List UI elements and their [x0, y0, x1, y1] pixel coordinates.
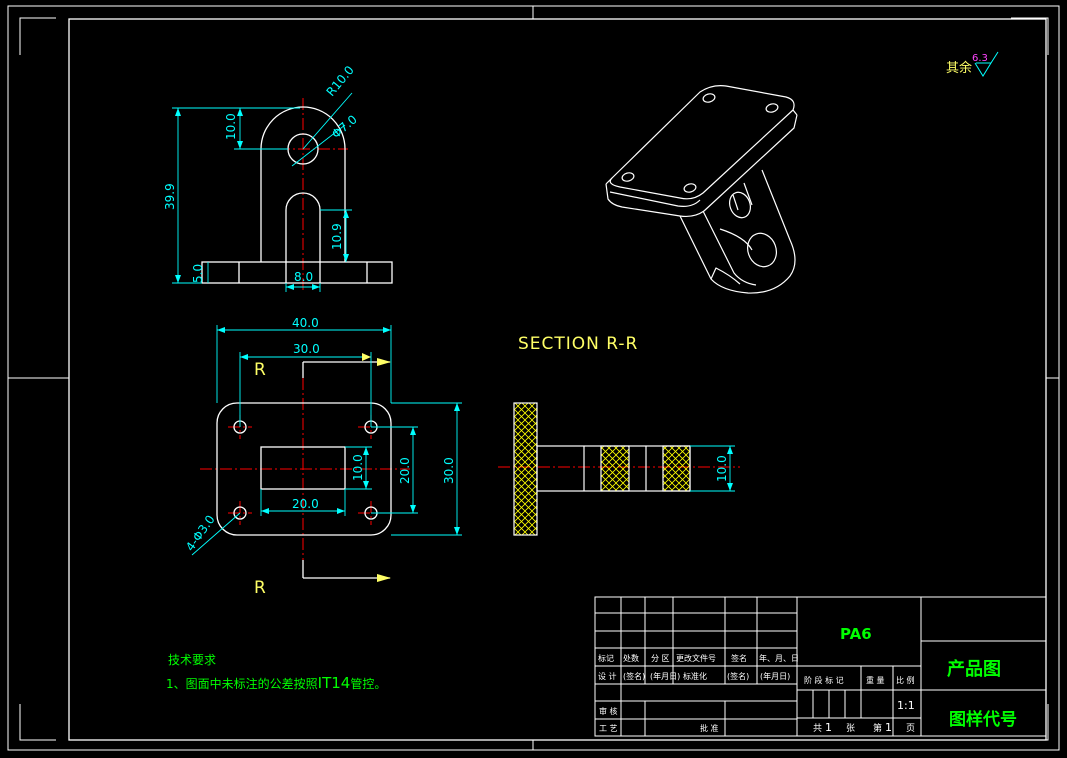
tb-review: 审 核 — [599, 706, 618, 716]
tb-title: 产品图 — [947, 658, 1001, 680]
front-dimensions — [172, 92, 353, 292]
tech-req-line-1: 1、图面中未标注的公差按照IT14管控。 — [166, 674, 386, 692]
tb-col-change-doc: 更改文件号 — [676, 653, 716, 663]
tb-standard: 标准化 — [683, 671, 707, 681]
dim-total-depth: 30.0 — [442, 457, 456, 484]
tb-col-zone: 分 区 — [651, 654, 670, 663]
title-block: 标记 处数 分 区 更改文件号 签名 年、月、日 设 计 (签名) (年月日) … — [594, 596, 1047, 737]
dim-total-width: 40.0 — [292, 316, 319, 330]
dim-total-height: 39.9 — [163, 183, 177, 210]
section-mark-bottom: R — [254, 578, 266, 598]
tb-ratio: 比 例 — [896, 675, 915, 685]
tb-standard-date: (年月日) — [760, 671, 790, 681]
roughness-prefix: 其余 — [946, 60, 972, 76]
roughness-symbol: 其余 6.3 — [946, 51, 999, 77]
tb-standard-sign: (签名) — [727, 671, 749, 681]
tb-stage-mark: 阶 段 标 记 — [804, 675, 844, 685]
tb-col-mark: 标记 — [598, 653, 614, 663]
section-title: SECTION R-R — [518, 334, 638, 354]
dim-rect-width: 20.0 — [292, 497, 319, 511]
technical-requirements: 技术要求 1、图面中未标注的公差按照IT14管控。 — [166, 653, 386, 692]
section-dim: 10.0 — [715, 455, 729, 482]
front-outline — [201, 106, 393, 284]
tb-col-date: 年、月、日 — [759, 653, 799, 663]
tb-col-count: 处数 — [623, 653, 639, 663]
dim-rect-height: 10.0 — [351, 454, 365, 481]
section-cut-line — [302, 361, 390, 579]
dim-top-height: 10.0 — [224, 113, 238, 140]
tb-scale: 1:1 — [897, 699, 915, 712]
tb-design-date: (年月日) — [650, 671, 680, 681]
dim-hole-spacing-x: 30.0 — [293, 342, 320, 356]
top-dimensions — [191, 325, 462, 556]
tb-process: 工 艺 — [599, 724, 618, 733]
dim-hole-spacing-y: 20.0 — [398, 457, 412, 484]
tb-weight: 重 量 — [866, 675, 885, 685]
tb-design-sign: (签名) — [623, 671, 645, 681]
tb-material: PA6 — [840, 625, 872, 643]
roughness-value: 6.3 — [972, 53, 988, 64]
tech-req-heading: 技术要求 — [168, 653, 216, 667]
tb-col-sign: 签名 — [731, 653, 747, 663]
dim-slot-width: 8.0 — [294, 270, 313, 284]
dim-base-height: 5.0 — [191, 264, 205, 283]
section-view: SECTION R-R 10.0 — [498, 334, 740, 536]
drawing-frame — [7, 5, 1060, 751]
tb-approve: 批 准 — [700, 723, 719, 733]
isometric-view — [605, 85, 798, 294]
dim-slot-height: 10.9 — [330, 223, 344, 250]
tb-design: 设 计 — [598, 671, 617, 681]
section-mark-top: R — [254, 360, 266, 380]
tb-drawing-no: 图样代号 — [949, 709, 1017, 730]
